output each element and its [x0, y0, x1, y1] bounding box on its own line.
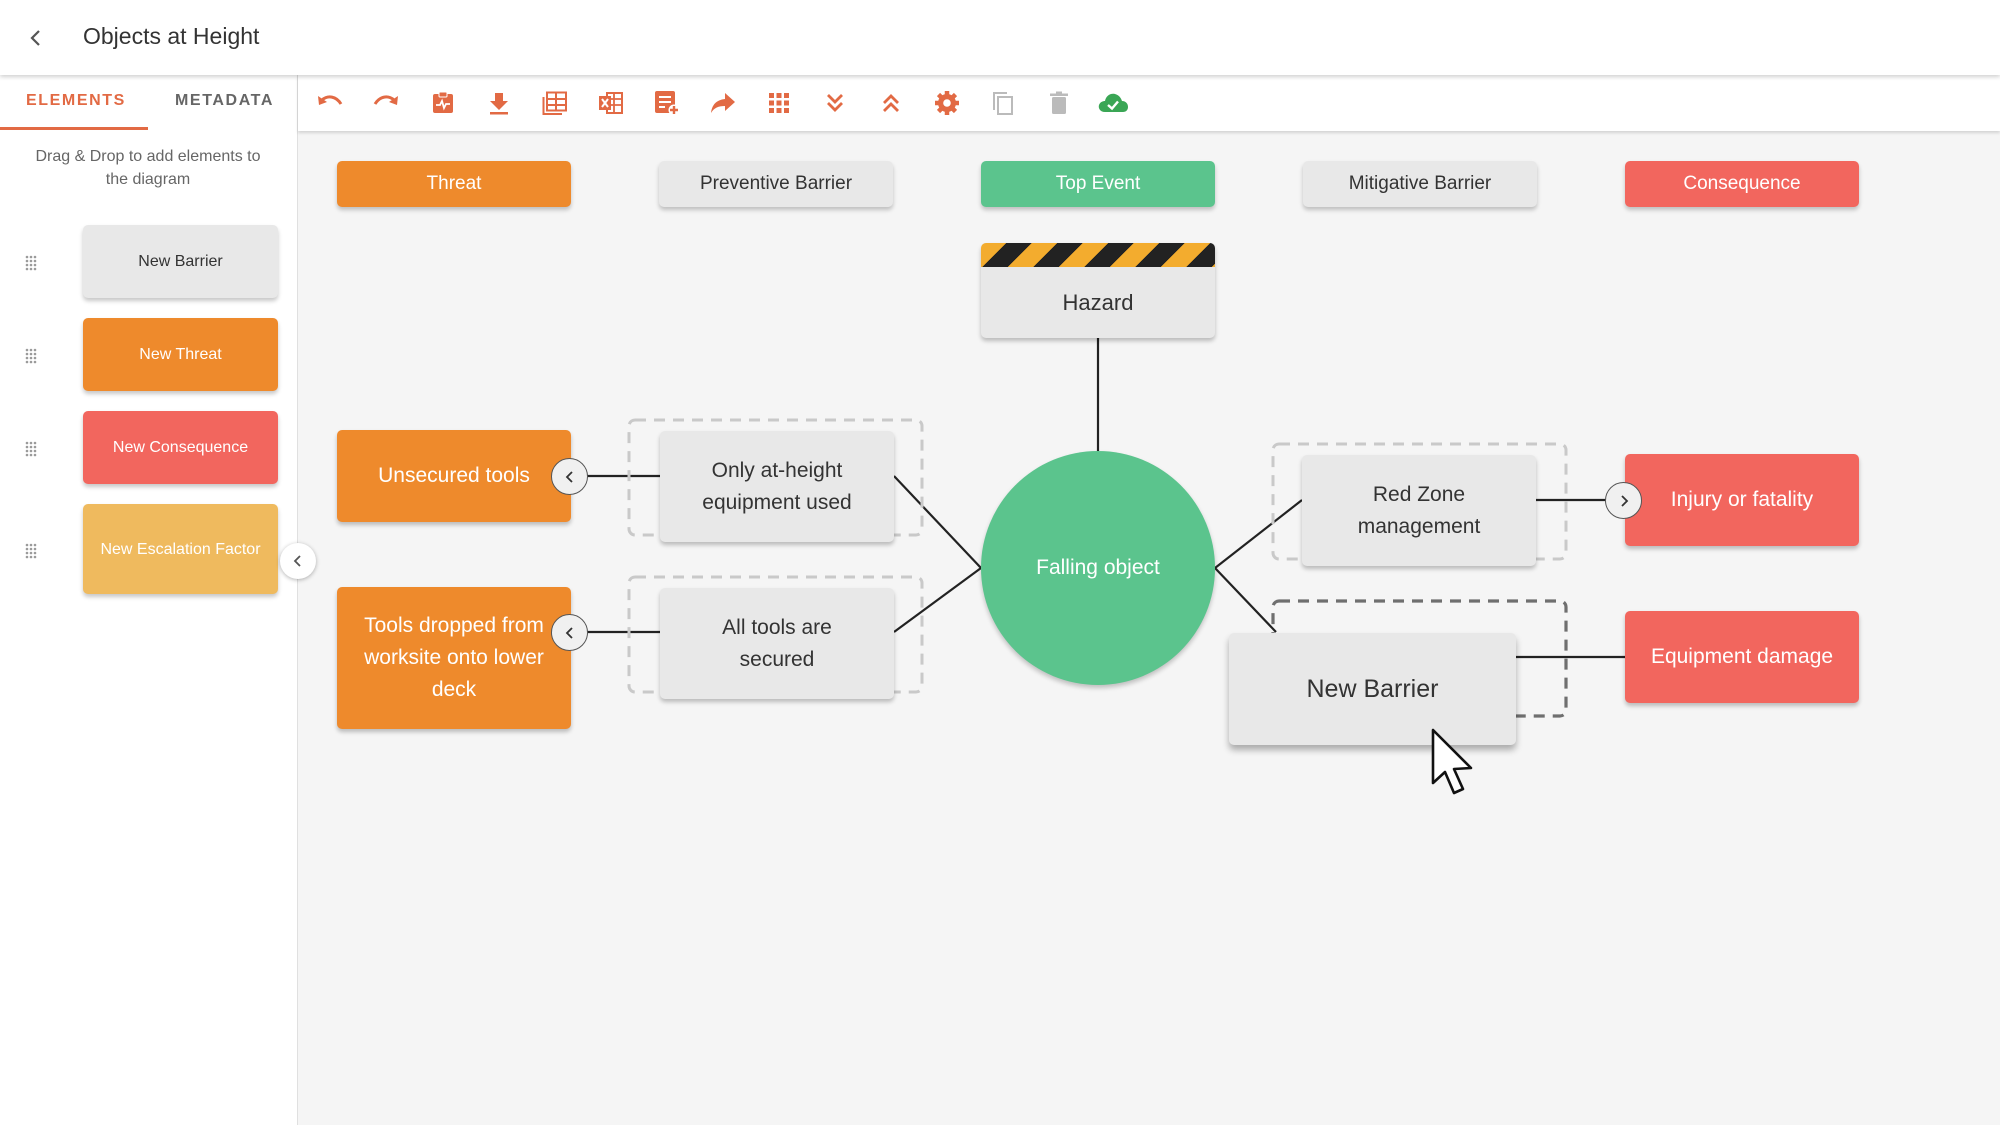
collapse-sidebar-button[interactable]	[280, 543, 316, 579]
expand-all-icon	[827, 94, 843, 112]
mouse-pointer-icon	[1431, 728, 1473, 795]
download-icon	[490, 93, 508, 115]
tab-elements[interactable]: ELEMENTS	[26, 92, 126, 109]
add-list-button[interactable]	[651, 87, 683, 119]
collapse-threat-button[interactable]	[551, 458, 588, 495]
sidebar: ELEMENTS METADATA Drag & Drop to add ele…	[0, 75, 298, 1125]
tab-metadata[interactable]: METADATA	[175, 92, 275, 109]
expand-consequence-button[interactable]	[1605, 482, 1642, 519]
cloud-saved-icon	[1098, 93, 1128, 112]
delete-icon	[1050, 91, 1068, 114]
hazard-label: Hazard	[1062, 289, 1134, 315]
redo-icon	[373, 95, 398, 105]
table-view-button[interactable]	[539, 87, 571, 119]
settings-button[interactable]	[931, 87, 963, 119]
column-header-mitigative-barrier: Mitigative Barrier	[1303, 161, 1537, 207]
palette-new-consequence[interactable]: New Consequence	[83, 411, 278, 484]
top-bar: Objects at Height	[0, 0, 2000, 75]
preventive-barrier-node[interactable]: Only at-height equipment used	[660, 431, 894, 542]
chevron-left-icon	[565, 626, 573, 639]
copy-button[interactable]	[987, 87, 1019, 119]
top-event-node[interactable]: Falling object	[981, 451, 1215, 685]
cloud-save-status[interactable]	[1097, 87, 1129, 119]
preventive-barrier-node[interactable]: All tools are secured	[660, 588, 894, 699]
collapse-threat-button[interactable]	[551, 614, 588, 651]
undo-icon	[318, 95, 343, 105]
column-header-top-event: Top Event	[981, 161, 1215, 207]
column-header-threat: Threat	[337, 161, 571, 207]
diagram-canvas[interactable]: Threat Preventive Barrier Top Event Miti…	[298, 131, 2000, 1125]
drag-handle-icon[interactable]	[24, 440, 38, 458]
table-view-icon	[542, 91, 567, 115]
add-list-icon	[655, 91, 680, 116]
mitigative-barrier-node[interactable]: Red Zone management	[1302, 455, 1536, 566]
page-title: Objects at Height	[83, 23, 260, 49]
drag-drop-hint: Drag & Drop to add elements to the diagr…	[35, 148, 261, 188]
excel-export-button[interactable]	[595, 87, 627, 119]
copy-icon	[993, 92, 1013, 115]
grid-icon	[769, 93, 789, 113]
chevron-left-icon	[30, 30, 40, 46]
threat-node[interactable]: Unsecured tools	[337, 430, 571, 522]
delete-button[interactable]	[1043, 87, 1075, 119]
threat-node[interactable]: Tools dropped from worksite onto lower d…	[337, 587, 571, 729]
collapse-all-button[interactable]	[875, 87, 907, 119]
undo-button[interactable]	[314, 87, 346, 119]
collapse-all-icon	[883, 94, 899, 112]
chevron-left-icon	[293, 555, 301, 567]
toolbar	[298, 75, 2000, 131]
active-tab-indicator	[0, 127, 148, 130]
consequence-node[interactable]: Equipment damage	[1625, 611, 1859, 703]
excel-export-icon	[599, 92, 623, 114]
report-button[interactable]	[427, 87, 459, 119]
hazard-node[interactable]: Hazard	[981, 243, 1215, 338]
palette-new-escalation-factor[interactable]: New Escalation Factor	[83, 504, 278, 594]
palette-new-threat[interactable]: New Threat	[83, 318, 278, 391]
grid-button[interactable]	[763, 87, 795, 119]
consequence-node[interactable]: Injury or fatality	[1625, 454, 1859, 546]
share-icon	[711, 93, 735, 113]
settings-icon	[935, 91, 959, 115]
column-header-preventive-barrier: Preventive Barrier	[659, 161, 893, 207]
redo-button[interactable]	[370, 87, 402, 119]
drag-handle-icon[interactable]	[24, 254, 38, 272]
chevron-right-icon	[1620, 494, 1628, 507]
drag-handle-icon[interactable]	[24, 542, 38, 560]
column-header-consequence: Consequence	[1625, 161, 1859, 207]
hazard-stripe	[981, 243, 1215, 267]
chevron-left-icon	[565, 470, 573, 483]
palette-new-barrier[interactable]: New Barrier	[83, 225, 278, 298]
download-button[interactable]	[483, 87, 515, 119]
share-button[interactable]	[707, 87, 739, 119]
dragged-new-barrier-node[interactable]: New Barrier	[1229, 633, 1516, 745]
drag-handle-icon[interactable]	[24, 347, 38, 365]
back-button[interactable]	[18, 20, 54, 56]
report-icon	[433, 91, 453, 113]
expand-all-button[interactable]	[819, 87, 851, 119]
